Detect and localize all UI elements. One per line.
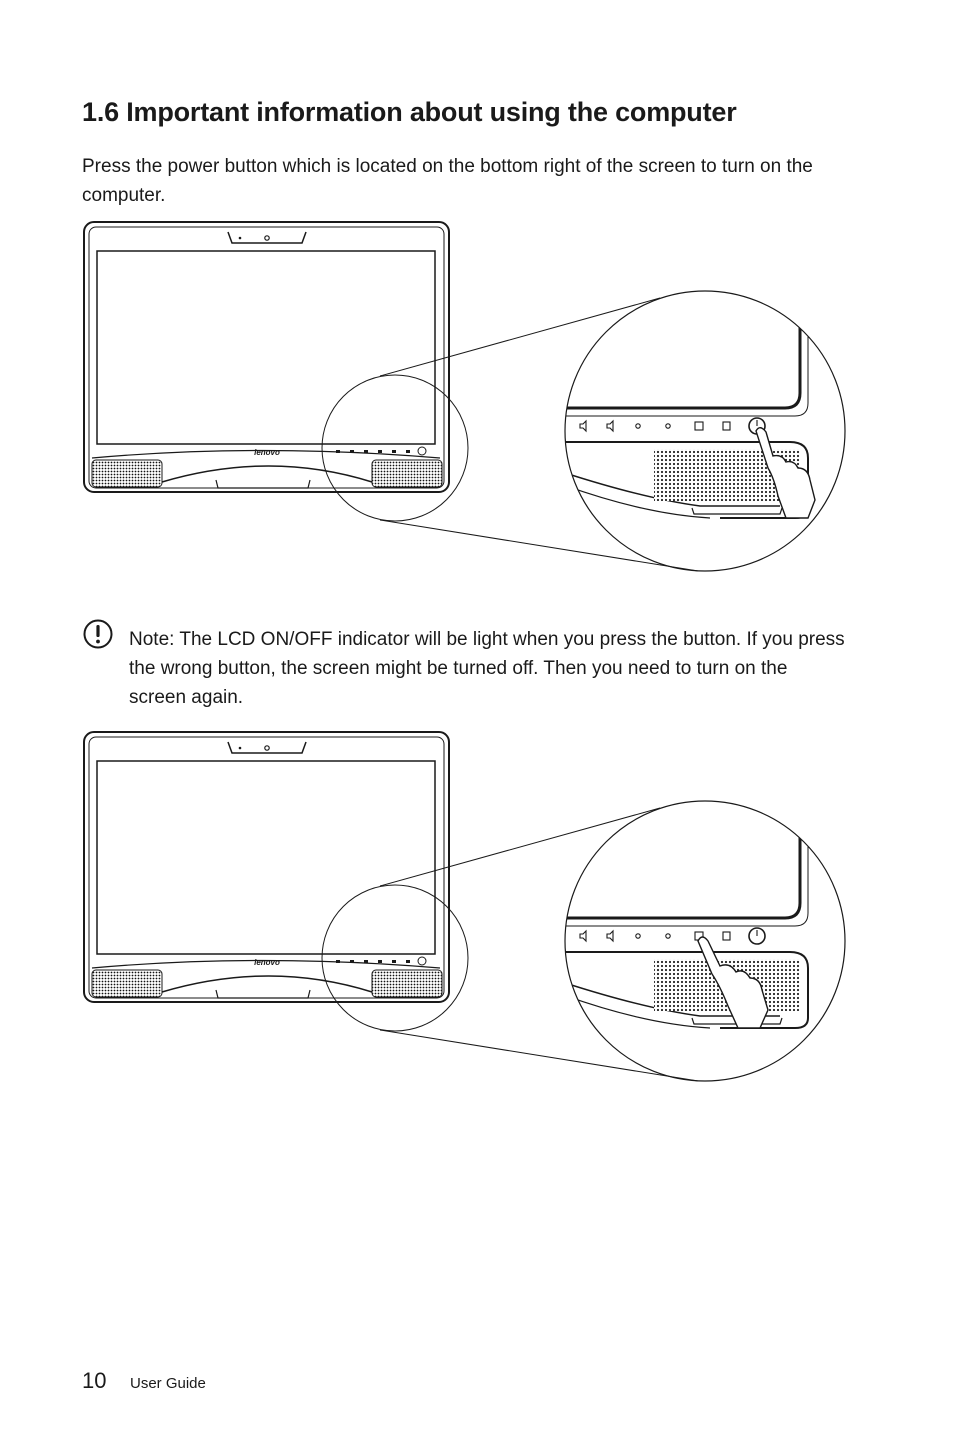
brand-logo: lenovo bbox=[254, 448, 280, 457]
speaker-grille-right bbox=[371, 459, 443, 488]
zoom-detail-2 bbox=[565, 801, 809, 1029]
speaker-grille-left bbox=[91, 459, 163, 488]
zoom-circle-2 bbox=[564, 800, 846, 1082]
speaker-grille-right-2 bbox=[371, 969, 443, 998]
zoom-source-circle-2 bbox=[321, 884, 469, 1032]
footer-label: User Guide bbox=[130, 1375, 206, 1392]
exclamation-circle-icon bbox=[83, 619, 113, 649]
speaker-grille-left-2 bbox=[91, 969, 163, 998]
note-text-1: The bbox=[174, 629, 218, 650]
front-buttons-small-2 bbox=[336, 956, 427, 966]
page-number: 10 bbox=[82, 1368, 107, 1393]
zoom-source-circle bbox=[321, 374, 469, 522]
note-highlight: LCD ON/OFF bbox=[217, 629, 333, 650]
front-buttons-small bbox=[336, 446, 427, 456]
figure-lcd-button: lenovo bbox=[83, 731, 846, 1082]
brand-logo-2: lenovo bbox=[254, 958, 280, 967]
note-label: Note: bbox=[129, 629, 175, 650]
intro-paragraph: Press the power button which is located … bbox=[82, 156, 813, 206]
zoom-detail bbox=[565, 291, 816, 519]
note-text-2: indicator will be light when you press t… bbox=[129, 629, 845, 708]
section-heading: 1.6 Important information about using th… bbox=[82, 97, 737, 127]
hand-pressing-lcd bbox=[697, 936, 769, 1029]
zoom-circle bbox=[564, 290, 846, 572]
note-paragraph: Note: The LCD ON/OFF indicator will be l… bbox=[129, 625, 849, 712]
figure-power-button: lenovo bbox=[83, 221, 846, 572]
hand-pressing-power bbox=[755, 427, 816, 519]
